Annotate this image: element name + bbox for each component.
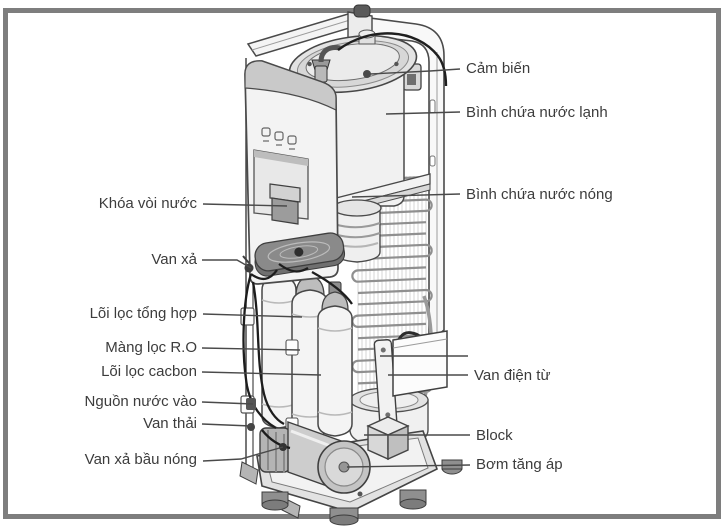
leader-ro [201, 347, 301, 351]
tubing [242, 263, 353, 450]
hot-water-tank [332, 199, 382, 263]
filter-carbon [317, 281, 353, 437]
door-top-cap [244, 60, 337, 111]
foot-back-right [441, 459, 463, 475]
top-bracket [353, 4, 371, 18]
label-loi-loc-tong-hop: Lõi lọc tổng hợp [89, 305, 197, 322]
leader-lines [201, 68, 471, 468]
leader-tong-hop [202, 313, 303, 318]
leader-van-xa [202, 259, 252, 269]
label-van-xa-bau-nong: Van xả bầu nóng [84, 451, 197, 468]
control-icons [261, 127, 297, 150]
waste-valve [247, 423, 255, 431]
label-cam-bien: Cảm biến [466, 60, 531, 77]
label-bom-tang-ap: Bơm tăng áp [476, 456, 563, 473]
mount-bracket [239, 461, 259, 485]
leader-binh-nong [351, 193, 461, 198]
label-mang-loc-ro: Màng lọc R.O [105, 339, 197, 356]
label-nguon-nuoc-vao: Nguồn nước vào [84, 393, 197, 410]
leader-khoa-voi [202, 203, 288, 207]
compressor-block [366, 416, 410, 461]
leader-nguon [201, 401, 254, 405]
label-van-dien-tu: Van điện từ [474, 367, 551, 384]
leader-van-thai [201, 423, 252, 427]
fittings [242, 255, 287, 451]
label-khoa-voi-nuoc: Khóa vòi nước [98, 195, 197, 212]
leader-binh-lanh [385, 111, 461, 115]
leader-cacbon [201, 371, 322, 376]
label-loi-loc-cacbon: Lõi lọc cacbon [101, 363, 197, 380]
leader-bom [346, 464, 471, 468]
water-tap [269, 183, 301, 225]
solenoid-valve [373, 330, 448, 426]
foot [399, 489, 427, 510]
sensor [363, 70, 371, 78]
sensor-wire [337, 32, 448, 87]
foot [329, 507, 359, 526]
leader-cam-bien [369, 68, 461, 75]
drip-tray [254, 232, 346, 277]
label-van-xa: Van xả [151, 251, 197, 268]
label-binh-chua-nuoc-nong: Bình chứa nước nóng [466, 186, 613, 203]
label-binh-chua-nuoc-lanh: Bình chứa nước lạnh [466, 104, 608, 121]
foot [261, 491, 289, 511]
leader-bau-nong [202, 446, 284, 462]
front-door [244, 60, 346, 285]
label-block: Block [476, 427, 513, 444]
label-van-thai: Van thải [143, 415, 197, 432]
